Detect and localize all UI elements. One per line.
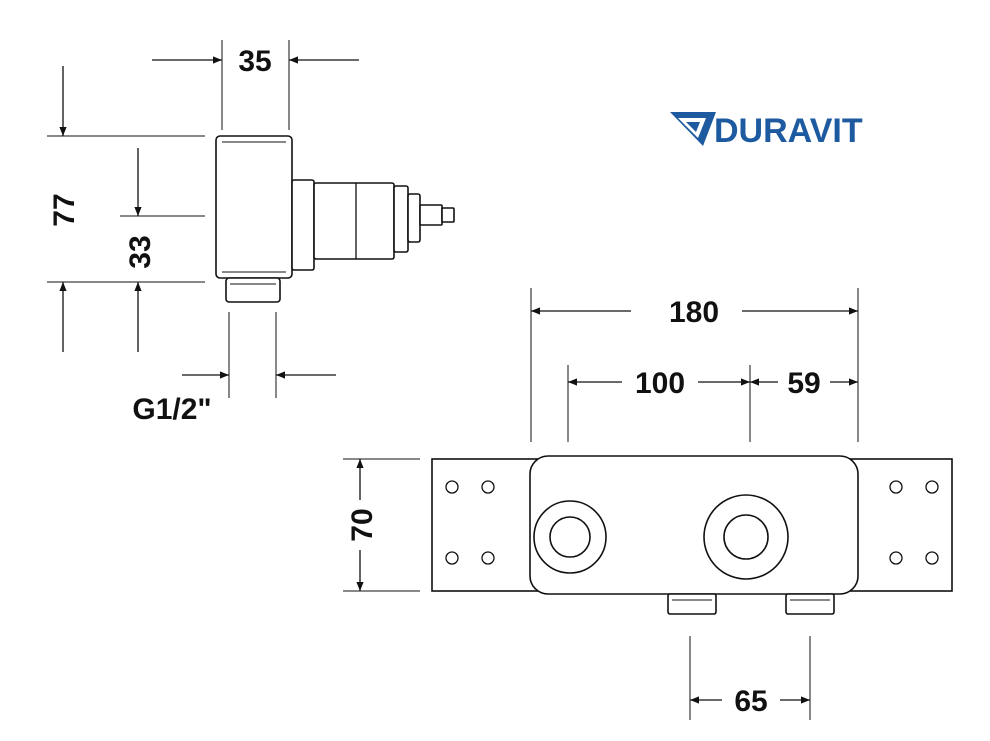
brand-name: DURAVIT: [714, 112, 863, 150]
mounting-hole: [445, 480, 459, 494]
front-view-dimensions: [343, 288, 859, 720]
dimension-33-label: 33: [124, 235, 157, 268]
cartridge-ring: [393, 185, 409, 253]
mounting-hole: [481, 551, 495, 565]
bottom-connector: [785, 593, 835, 615]
front-view: [431, 455, 953, 615]
dimension-77-label: 77: [48, 193, 81, 226]
mounting-hole: [481, 480, 495, 494]
thread-size-label: G1/2": [132, 393, 211, 426]
dimension-35-label: 35: [238, 45, 271, 78]
dimension-65-label: 65: [734, 685, 767, 718]
dimension-100-label: 100: [635, 367, 685, 400]
mounting-hole: [925, 551, 939, 565]
cartridge-body: [313, 182, 395, 260]
mounting-hole: [925, 480, 939, 494]
side-view-dimensions: [47, 40, 359, 398]
mounting-hole: [889, 551, 903, 565]
dimension-180-label: 180: [669, 296, 719, 329]
brand-logo: DURAVIT: [670, 112, 863, 150]
side-view: [215, 135, 455, 303]
bottom-connector: [667, 593, 717, 615]
thread-outlet: [225, 277, 281, 303]
valve-housing: [215, 135, 293, 279]
duravit-swoosh-icon: [670, 112, 716, 146]
cartridge-collar: [291, 179, 315, 271]
spindle: [419, 204, 443, 226]
mounting-hole: [889, 480, 903, 494]
dimension-70-label: 70: [346, 508, 379, 541]
dimension-59-label: 59: [787, 367, 820, 400]
mounting-hole: [445, 551, 459, 565]
